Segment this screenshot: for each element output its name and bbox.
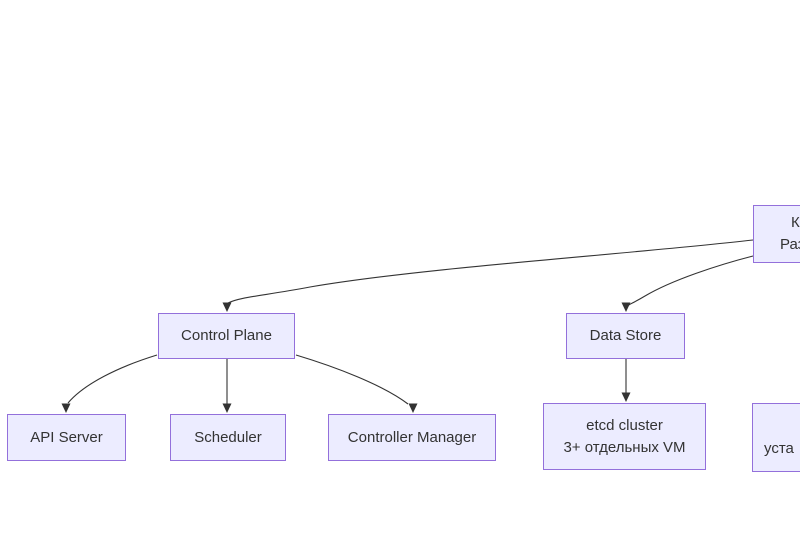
- node-etcd-line1: etcd cluster: [586, 416, 663, 434]
- edge-root-to-control-plane: [222, 239, 754, 312]
- node-root-truncated: К Раз: [753, 205, 800, 263]
- edge-root-to-data-store: [621, 255, 754, 312]
- node-install-line1: [753, 416, 800, 438]
- arrowhead: [621, 392, 631, 402]
- node-scheduler-label: Scheduler: [194, 428, 262, 446]
- node-root-line2: Раз: [780, 236, 800, 253]
- node-api-server: API Server: [7, 414, 126, 461]
- edge-control-plane-to-scheduler: [222, 359, 232, 413]
- edge-data-store-to-etcd: [621, 359, 631, 402]
- arrowhead: [61, 403, 71, 413]
- node-scheduler: Scheduler: [170, 414, 286, 461]
- node-data-store: Data Store: [566, 313, 685, 359]
- node-controller-manager: Controller Manager: [328, 414, 496, 461]
- node-etcd-line2: 3+ отдельных VM: [563, 438, 686, 456]
- node-control-plane: Control Plane: [158, 313, 295, 359]
- arrowhead: [222, 302, 232, 312]
- node-api-server-label: API Server: [30, 428, 103, 446]
- node-data-store-label: Data Store: [589, 327, 662, 344]
- node-install-truncated: уста: [752, 403, 800, 472]
- node-control-plane-label: Control Plane: [181, 327, 272, 344]
- node-etcd-cluster: etcd cluster 3+ отдельных VM: [543, 403, 706, 470]
- node-install-line2: уста: [764, 439, 794, 457]
- node-controller-manager-label: Controller Manager: [347, 428, 477, 446]
- node-root-line1: К: [791, 214, 800, 231]
- arrowhead: [408, 403, 418, 413]
- arrowhead: [621, 302, 631, 312]
- edge-control-plane-to-controller-manager: [295, 354, 418, 413]
- arrowhead: [222, 403, 232, 413]
- edge-control-plane-to-api-server: [61, 354, 158, 413]
